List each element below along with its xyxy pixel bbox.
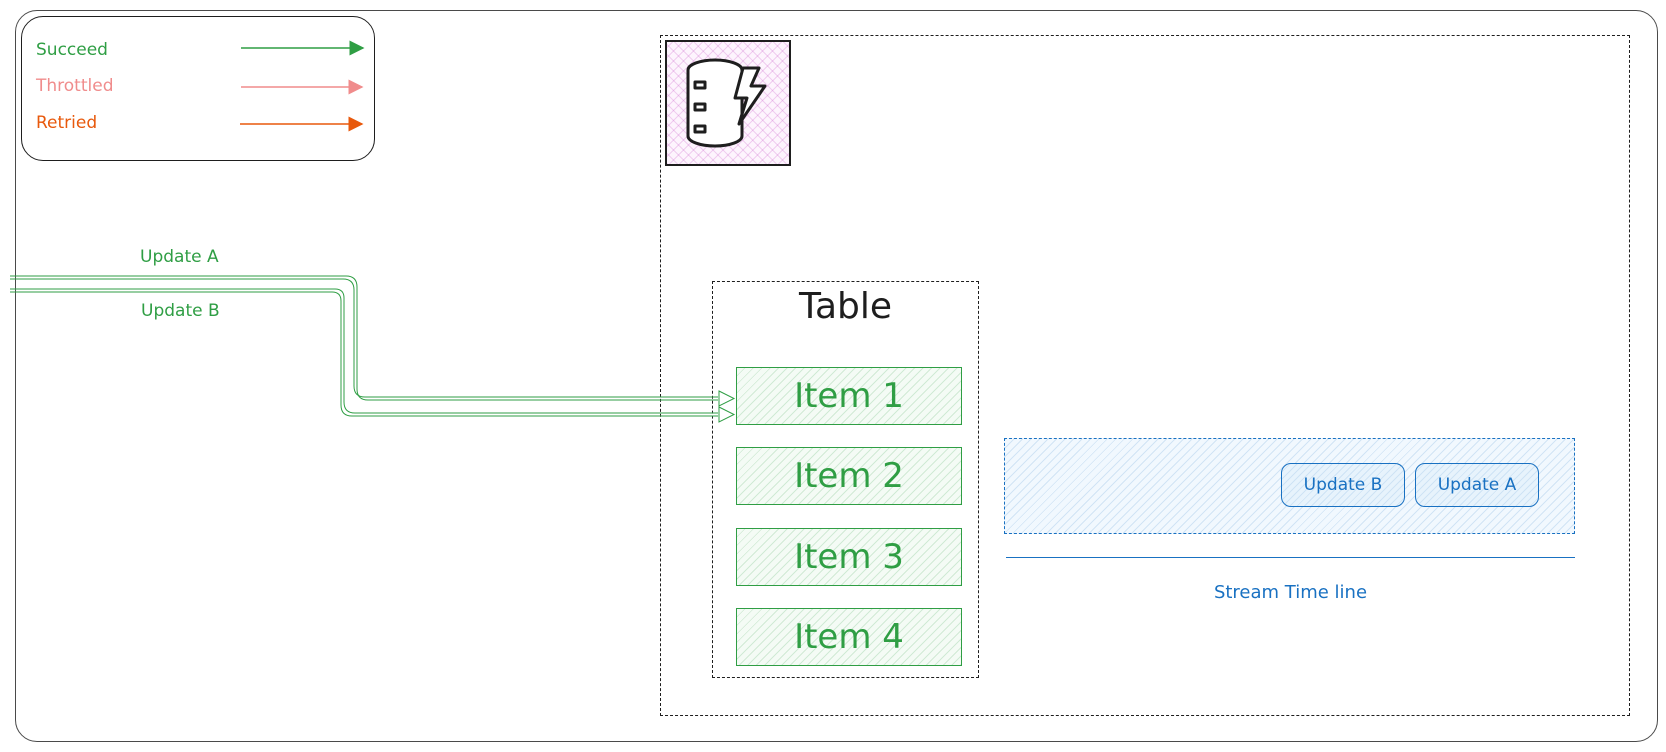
table-item-2: Item 2 xyxy=(736,447,962,505)
stream-item-update-b: Update B xyxy=(1281,463,1405,507)
incoming-update-a-label: Update A xyxy=(140,247,219,267)
table-item-3: Item 3 xyxy=(736,528,962,586)
legend-throttled-label: Throttled xyxy=(36,76,114,96)
table-container xyxy=(712,281,979,678)
stream-timeline xyxy=(1006,557,1575,558)
update-a-arrowhead xyxy=(718,390,736,407)
update-b-arrow-inner xyxy=(10,291,718,417)
table-item-4: Item 4 xyxy=(736,608,962,666)
update-a-arrow-inner xyxy=(10,278,718,398)
table-title: Table xyxy=(798,286,893,327)
dynamodb-database-icon xyxy=(665,40,791,166)
diagram-frame xyxy=(15,10,1658,742)
legend-succeed-label: Succeed xyxy=(36,40,108,60)
incoming-update-b-label: Update B xyxy=(141,301,220,321)
table-item-1: Item 1 xyxy=(736,367,962,425)
legend-retried-label: Retried xyxy=(36,113,98,133)
update-a-arrow-outer xyxy=(10,275,718,401)
update-b-arrow-outer xyxy=(10,288,718,414)
legend xyxy=(21,16,375,161)
stream-timeline-label: Stream Time line xyxy=(1213,582,1368,603)
stream-item-update-a: Update A xyxy=(1415,463,1539,507)
dynamodb-service-boundary xyxy=(660,35,1630,716)
update-b-arrowhead xyxy=(718,406,736,423)
